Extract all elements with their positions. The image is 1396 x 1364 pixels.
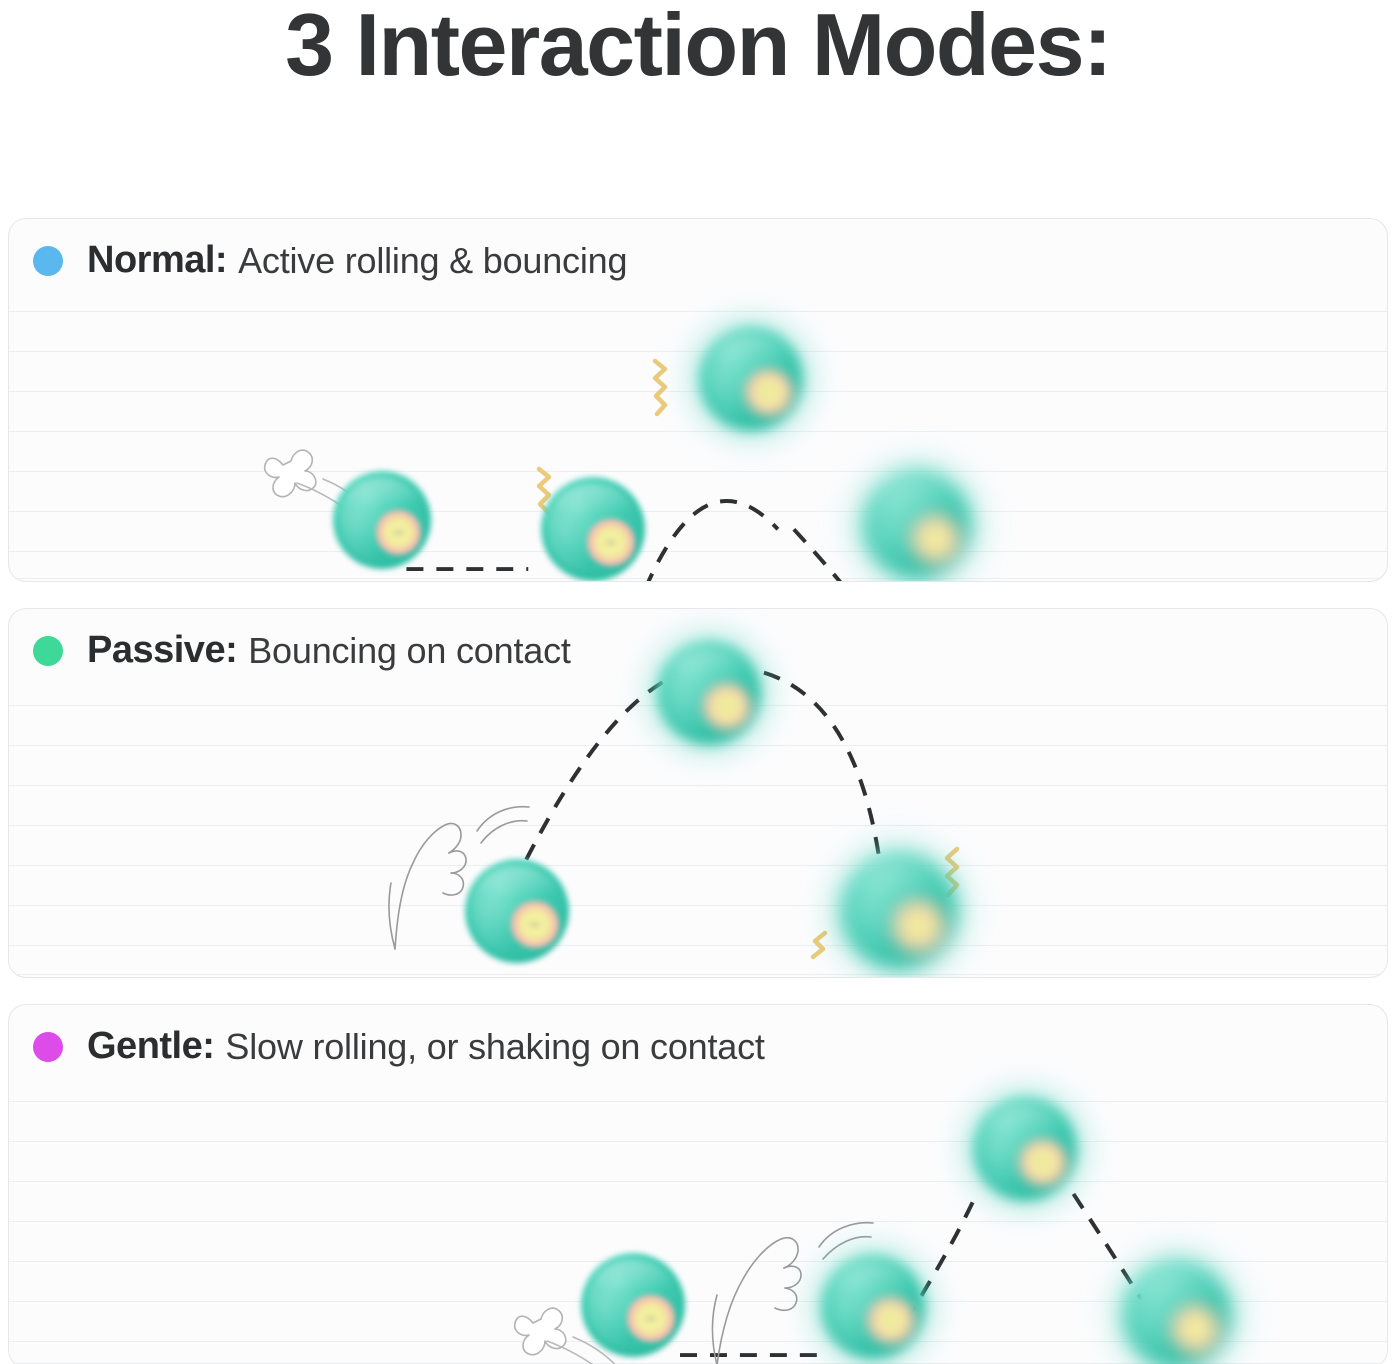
motion-arc-icon — [815, 1217, 881, 1265]
cat-paw-leg-icon — [709, 1215, 829, 1364]
ball-eye-icon — [702, 682, 751, 731]
dashed-trajectory-icon — [904, 1195, 978, 1323]
ball-icon — [465, 859, 569, 963]
ball-eye-icon — [626, 1294, 675, 1343]
mode-header-gentle: Gentle: Slow rolling, or shaking on cont… — [33, 1025, 765, 1068]
ball-icon — [541, 477, 645, 581]
ball-eye-icon — [1018, 1138, 1067, 1187]
mode-name-passive: Passive: — [87, 629, 238, 671]
vibration-squiggle-icon — [649, 357, 679, 419]
ball-eye-icon — [1170, 1304, 1221, 1354]
ball-eye-icon — [744, 368, 793, 417]
ball-icon — [841, 853, 957, 969]
modes-panel-list: Normal: Active rolling & bouncing — [8, 218, 1388, 1364]
mode-panel-gentle: Gentle: Slow rolling, or shaking on cont… — [8, 1004, 1388, 1364]
mode-dot-gentle — [33, 1031, 63, 1062]
paw-print-icon — [505, 1293, 655, 1364]
ball-icon — [333, 471, 431, 569]
ball-eye-icon — [910, 514, 961, 564]
page-title: 3 Interaction Modes: — [285, 0, 1112, 94]
ball-icon — [657, 641, 761, 745]
vibration-squiggle-icon — [809, 927, 849, 967]
ball-eye-icon — [586, 518, 635, 567]
scene-gentle — [9, 1005, 1387, 1364]
dashed-trajectory-icon — [763, 670, 882, 862]
ball-eye-icon — [892, 899, 946, 953]
ball-eye-icon — [376, 510, 422, 556]
mode-dot-normal — [33, 245, 63, 276]
vibration-squiggle-icon — [941, 845, 971, 905]
ball-eye-icon — [510, 900, 559, 949]
ball-icon — [863, 471, 971, 579]
ball-eye-icon — [866, 1296, 915, 1345]
mode-description-gentle: Slow rolling, or shaking on contact — [225, 1025, 765, 1067]
scene-passive — [9, 609, 1387, 977]
mode-panel-normal: Normal: Active rolling & bouncing — [8, 218, 1388, 582]
mode-description-normal: Active rolling & bouncing — [238, 239, 628, 281]
ball-icon — [699, 327, 803, 431]
dashed-trajectory-icon — [792, 527, 843, 581]
dashed-trajectory-icon — [646, 499, 780, 581]
dashed-trajectory-icon — [1071, 1192, 1144, 1301]
ball-icon — [973, 1097, 1077, 1201]
ball-icon — [821, 1255, 925, 1359]
ball-icon — [1123, 1261, 1231, 1364]
motion-arc-icon — [473, 799, 537, 847]
mode-dot-passive — [33, 635, 63, 666]
mode-header-passive: Passive: Bouncing on contact — [33, 629, 571, 672]
mode-description-passive: Bouncing on contact — [248, 629, 571, 671]
vibration-squiggle-icon — [533, 465, 563, 525]
mode-name-gentle: Gentle: — [87, 1025, 215, 1067]
mode-name-normal: Normal: — [87, 239, 228, 281]
ball-icon — [581, 1253, 685, 1357]
mode-panel-passive: Passive: Bouncing on contact — [8, 608, 1388, 978]
mode-header-normal: Normal: Active rolling & bouncing — [33, 239, 628, 282]
